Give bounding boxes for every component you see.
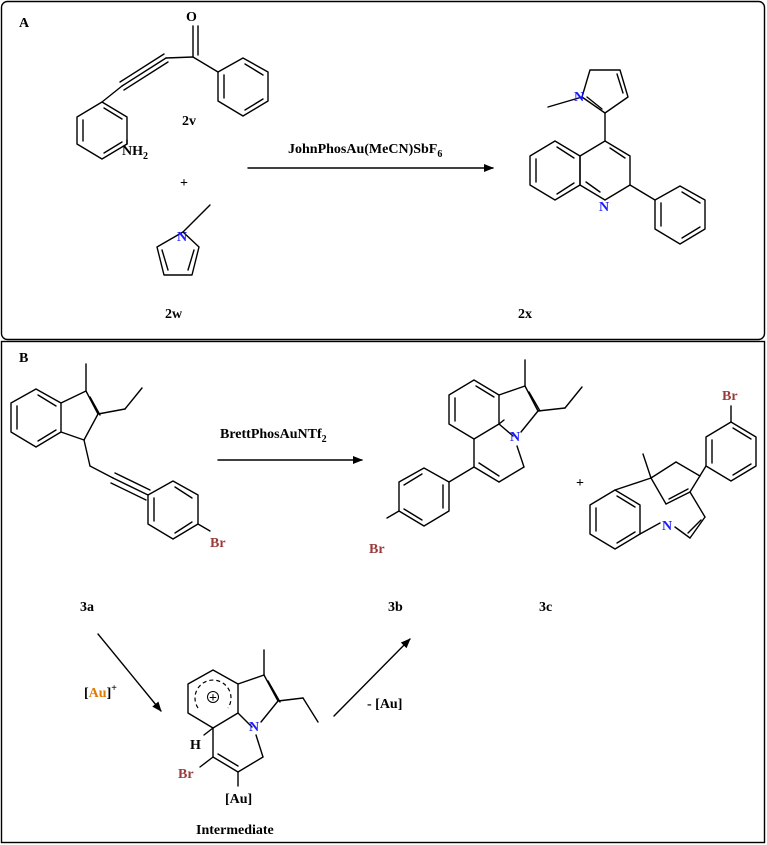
label-2x: 2x [518, 307, 532, 322]
gold-intermediate: [Au] [225, 792, 252, 807]
label-2w: 2w [165, 307, 183, 322]
molecule-3a [10, 363, 211, 540]
plus-a: + [180, 176, 188, 191]
label-intermediate: Intermediate [196, 823, 274, 838]
plus-b: + [576, 476, 584, 491]
nitrogen-3b: N [510, 430, 520, 445]
label-3b: 3b [388, 600, 403, 615]
catalyst-a: JohnPhosAu(MeCN)SbF6 [288, 142, 442, 160]
product-pyrrole-nitrogen: N [574, 90, 584, 105]
quinoline-nitrogen: N [599, 200, 609, 215]
bromine-intermediate: Br [178, 767, 194, 782]
pyrrole-nitrogen: N [177, 230, 187, 245]
catalyst-b: BrettPhosAuNTf2 [220, 427, 327, 445]
cation-charge: + [209, 691, 217, 706]
panel-b-frame [0, 340, 766, 844]
bromine-3c: Br [722, 389, 738, 404]
label-3c: 3c [539, 600, 552, 615]
gold-loss-label: - [Au] [367, 697, 402, 712]
panel-a-frame [0, 0, 766, 341]
arrow-to-intermediate [97, 633, 162, 712]
hydrogen-intermediate: H [190, 738, 201, 753]
panel-a-tag: A [19, 16, 30, 31]
nitrogen-3c: N [662, 519, 672, 534]
molecule-intermediate [187, 649, 319, 787]
molecule-2v [76, 25, 269, 160]
molecule-2x [529, 69, 706, 245]
molecule-3c [589, 405, 757, 550]
bromine-3a: Br [210, 536, 226, 551]
oxygen-atom: O [186, 10, 197, 25]
molecule-2w [156, 204, 211, 276]
nitrogen-intermediate: N [249, 720, 259, 735]
amine-group: NH2 [122, 144, 148, 162]
arrow-to-products [333, 638, 411, 717]
label-3a: 3a [80, 600, 94, 615]
bromine-3b: Br [369, 542, 385, 557]
panel-b-tag: B [19, 351, 28, 366]
gold-catalyst-label: [Au]+ [84, 683, 117, 701]
label-2v: 2v [182, 114, 196, 129]
molecule-3b [386, 359, 583, 527]
